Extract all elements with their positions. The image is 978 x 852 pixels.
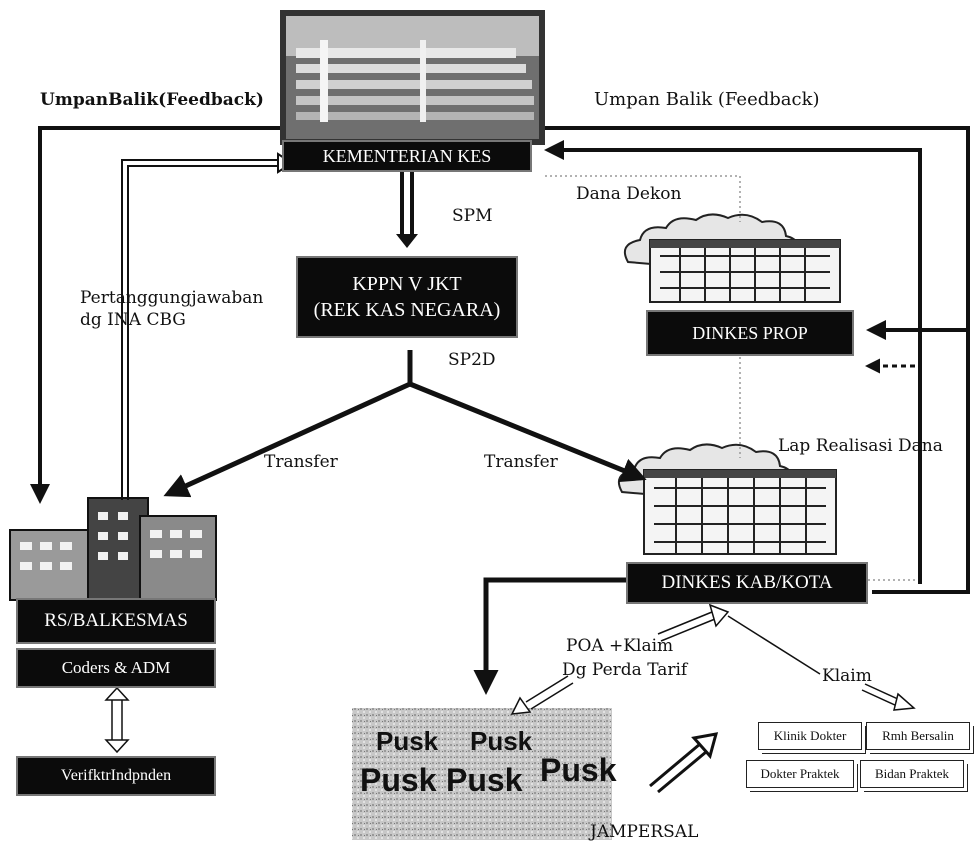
sp2d-label: SP2D (448, 350, 496, 370)
jampersal-arrow (649, 732, 719, 794)
node-label: RS/BALKESMAS (44, 610, 188, 631)
feedback-left-label: UmpanBalik(Feedback) (40, 90, 264, 110)
poa-label: POA +Klaim (566, 636, 674, 656)
jampersal-label: JAMPERSAL (590, 822, 699, 842)
transfer-left-label: Transfer (264, 452, 338, 472)
feedback-arrow-right (544, 126, 970, 594)
klinik-dokter-box: Klinik Dokter (758, 722, 862, 750)
pertanggungjawaban-label: Pertanggungjawaban (80, 288, 264, 308)
pusk-arrow-open (510, 675, 574, 715)
pertanggungjawaban-label: dg INA CBG (80, 310, 186, 330)
dokter-praktek-box: Dokter Praktek (746, 760, 854, 788)
node-label: KPPN V JKT (352, 273, 462, 295)
rs-verifikator-arrow (104, 686, 130, 754)
node-label: DINKES PROP (692, 323, 808, 343)
hospital-building-icon (9, 497, 217, 601)
node-label: Coders & ADM (61, 658, 171, 677)
node-label: Bidan Praktek (874, 766, 949, 781)
node-label: Klinik Dokter (773, 728, 847, 743)
poa-klaim-arrow (657, 603, 730, 642)
ministry-building-photo (280, 10, 545, 145)
pusk-label: Pusk (376, 726, 439, 756)
node-label: Rmh Bersalin (882, 728, 954, 743)
kementerian-kes-box: KEMENTERIAN KES (282, 140, 532, 172)
node-label: DINKES KAB/KOTA (661, 572, 833, 593)
bidan-praktek-box: Bidan Praktek (860, 760, 964, 788)
building-cloud-icon (624, 213, 841, 303)
klaim-label: Klaim (822, 666, 872, 686)
transfer-arrows (163, 350, 647, 498)
feedback-arrow-left (30, 126, 280, 504)
dana-dekon-label: Dana Dekon (576, 184, 682, 204)
node-label: VerifktrIndpnden (60, 767, 172, 784)
pusk-cluster-background (352, 708, 612, 840)
spm-arrow (396, 170, 418, 248)
dana-dekon-connector (545, 175, 918, 581)
pusk-label: Pusk (360, 762, 437, 798)
spm-label: SPM (452, 206, 493, 226)
building-cloud-icon (618, 443, 837, 555)
pusk-label: Pusk (470, 726, 533, 756)
node-label: Dokter Praktek (760, 766, 840, 781)
dinkes-prop-box: DINKES PROP (646, 310, 854, 356)
klaim-arrow (727, 615, 916, 711)
poa-label: Dg Perda Tarif (562, 660, 688, 680)
node-label: KEMENTERIAN KES (322, 146, 492, 166)
kppn-box: KPPN V JKT (REK KAS NEGARA) (296, 256, 518, 338)
pusk-label: Pusk (540, 752, 617, 788)
verifikator-box: VerifktrIndpnden (16, 756, 216, 796)
rs-balkesmas-box: RS/BALKESMAS (16, 598, 216, 644)
pusk-label: Pusk (446, 762, 523, 798)
node-label: (REK KAS NEGARA) (313, 299, 501, 321)
coders-box: Coders & ADM (16, 648, 216, 688)
dinkes-kab-box: DINKES KAB/KOTA (626, 562, 868, 604)
lap-realisasi-label: Lap Realisasi Dana (778, 436, 943, 456)
feedback-right-label: Umpan Balik (Feedback) (594, 89, 820, 110)
kab-to-pusk-arrow (473, 577, 628, 695)
rmh-bersalin-box: Rmh Bersalin (866, 722, 970, 750)
transfer-right-label: Transfer (484, 452, 558, 472)
